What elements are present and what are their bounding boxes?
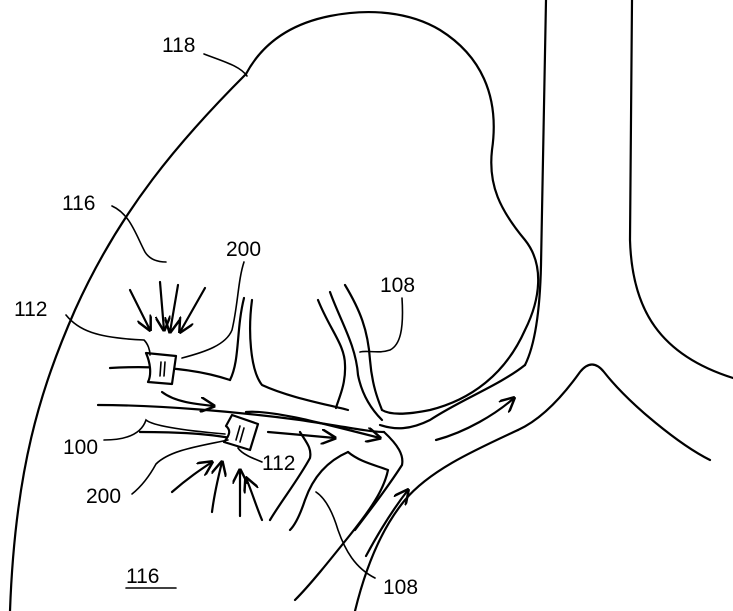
label-108-bottom: 108	[383, 576, 418, 599]
device-200-upper	[146, 353, 176, 384]
device-200-lower	[224, 415, 258, 450]
flow-arrow	[160, 282, 164, 330]
label-200-top: 200	[226, 238, 261, 261]
flow-arrow	[212, 462, 222, 512]
label-100: 100	[63, 436, 98, 459]
upper-lobe-outline	[246, 12, 538, 414]
branch-f	[270, 432, 310, 520]
flow-arrow	[162, 392, 214, 406]
flow-arrow	[246, 478, 262, 520]
label-112-bottom: 112	[262, 452, 295, 475]
trachea-right-wall	[630, 0, 733, 378]
label-116-bottom: 116	[126, 565, 159, 588]
leader-112-top	[66, 315, 150, 355]
flow-arrow	[170, 285, 178, 332]
flow-arrow	[130, 290, 150, 330]
label-108-top: 108	[380, 274, 415, 297]
leader-118	[204, 54, 247, 76]
trachea-left-wall	[525, 0, 546, 365]
leader-108-top	[360, 298, 403, 352]
flow-arrow	[180, 288, 205, 332]
leader-100	[104, 420, 225, 440]
branch-b	[250, 300, 348, 410]
label-112-top: 112	[14, 298, 47, 321]
flow-arrow	[366, 490, 408, 556]
carina	[518, 365, 710, 461]
branch-a	[230, 298, 244, 380]
branch-i	[355, 432, 402, 530]
bronchus-lower-wall	[355, 430, 518, 611]
bronchus-upper-wall	[380, 365, 525, 428]
leader-116-top	[112, 206, 166, 262]
flow-arrow	[172, 462, 212, 492]
label-200-bottom: 200	[86, 485, 121, 508]
branch-g	[290, 452, 348, 530]
label-116-top: 116	[62, 192, 95, 215]
lung-outline	[10, 74, 246, 611]
label-118: 118	[162, 34, 195, 57]
